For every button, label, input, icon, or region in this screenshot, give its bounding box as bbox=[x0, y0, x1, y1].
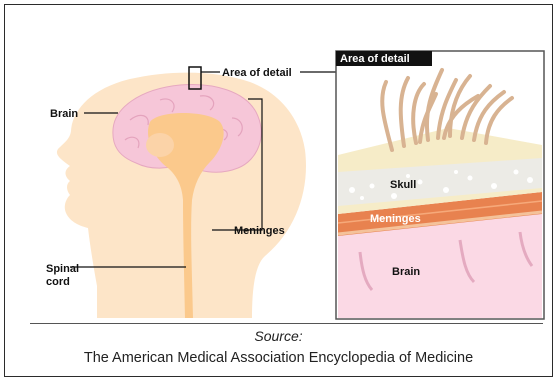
detail-panel: Area of detail bbox=[336, 51, 544, 319]
brain-label: Brain bbox=[50, 108, 78, 120]
detail-panel-title: Area of detail bbox=[340, 53, 410, 65]
source-label: Source: bbox=[0, 328, 557, 344]
source-divider bbox=[30, 323, 543, 324]
cerebellum bbox=[146, 133, 174, 157]
meninges-label: Meninges bbox=[234, 225, 285, 237]
source-text: The American Medical Association Encyclo… bbox=[0, 350, 557, 366]
area-of-detail-label: Area of detail bbox=[222, 67, 292, 79]
detail-skull-label: Skull bbox=[390, 179, 416, 191]
spinal-label: Spinal bbox=[46, 263, 79, 275]
detail-brain-label: Brain bbox=[392, 266, 420, 278]
cord-label: cord bbox=[46, 276, 70, 288]
detail-meninges-label: Meninges bbox=[370, 213, 421, 225]
